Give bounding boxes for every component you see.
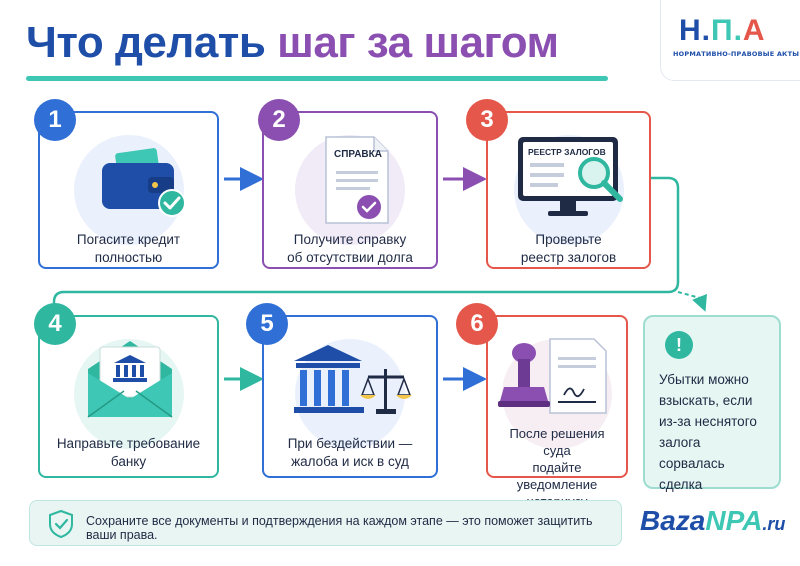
- flow-line-3-4: [52, 176, 680, 311]
- court-scales-icon: [294, 345, 412, 414]
- bazanpa-logo: BazaNPA.ru: [640, 505, 785, 537]
- footer-banner: Сохраните все документы и подтверждения …: [29, 500, 622, 546]
- step-number-3: 3: [466, 99, 508, 141]
- title-underline: [26, 76, 608, 81]
- caption-line: При бездействии —: [287, 436, 413, 451]
- brand-part-1: Baza: [640, 505, 706, 536]
- step-number-6: 6: [456, 303, 498, 345]
- caption-line: банку: [110, 454, 147, 469]
- step-caption: Направьте требование банку: [46, 435, 211, 471]
- screen-label: РЕЕСТР ЗАЛОГОВ: [528, 147, 606, 157]
- step-card-5: При бездействии — жалоба и иск в суд: [262, 315, 438, 478]
- bank-envelope-icon: [87, 341, 173, 418]
- logo-letter-a: А: [742, 14, 766, 47]
- step-number-1: 1: [34, 99, 76, 141]
- flow-line-note: [677, 291, 707, 312]
- title-part-2: шаг за шагом: [277, 18, 559, 67]
- logo-subtitle: НОРМАТИВНО-ПРАВОВЫЕ АКТЫ: [673, 50, 800, 58]
- shield-check-icon: [49, 509, 73, 539]
- caption-line: Получите справку: [293, 232, 407, 247]
- footer-text: Сохраните все документы и подтверждения …: [86, 514, 593, 542]
- step-card-6: После решения суда подайте уведомление н…: [486, 315, 628, 509]
- step-caption: Погасите кредит полностью: [46, 231, 211, 267]
- step-number-4: 4: [34, 303, 76, 345]
- caption-line: жалоба и иск в суд: [291, 454, 409, 469]
- logo-letter-n: Н.: [679, 14, 711, 47]
- step-number-2: 2: [258, 99, 300, 141]
- npa-logo: Н.П.А НОРМАТИВНО-ПРАВОВЫЕ АКТЫ: [660, 0, 800, 81]
- caption-line: подайте уведомление: [516, 460, 598, 492]
- caption-line: реестр залогов: [520, 250, 617, 265]
- step-number-5: 5: [246, 303, 288, 345]
- caption-line: полностью: [94, 250, 163, 265]
- brand-part-2: NPA: [705, 505, 763, 536]
- caption-line: После решения суда: [509, 426, 605, 458]
- wallet-check-icon: [102, 148, 186, 217]
- step-card-1: Погасите кредит полностью: [38, 111, 219, 269]
- step-caption: Проверьте реестр залогов: [494, 231, 643, 267]
- logo-letter-p: П.: [711, 14, 743, 47]
- doc-label: СПРАВКА: [334, 149, 382, 160]
- step-caption: Получите справку об отсутствии долга: [270, 231, 430, 267]
- step-card-3: РЕЕСТР ЗАЛОГОВ Проверьте реестр залогов: [486, 111, 651, 269]
- stamp-document-icon: [498, 338, 607, 414]
- brand-part-3: .ru: [762, 514, 786, 534]
- caption-line: Погасите кредит: [76, 232, 181, 247]
- caption-line: Направьте требование: [56, 436, 201, 451]
- registry-monitor-icon: [518, 137, 623, 216]
- exclamation-icon: !: [665, 331, 693, 359]
- caption-line: Проверьте: [535, 232, 602, 247]
- step-caption: После решения суда подайте уведомление н…: [494, 425, 620, 510]
- certificate-icon: [325, 136, 389, 224]
- title-part-1: Что делать: [26, 18, 266, 67]
- caption-line: об отсутствии долга: [287, 250, 413, 265]
- step-card-2: СПРАВКА Получите справку об отсутствии д…: [262, 111, 438, 269]
- step-card-4: Направьте требование банку: [38, 315, 219, 478]
- note-text: Убытки можно взыскать, если из-за неснят…: [659, 372, 757, 492]
- logo-mark: Н.П.А: [679, 14, 766, 48]
- page-title: Что делать шаг за шагом: [26, 18, 559, 68]
- note-card: ! Убытки можно взыскать, если из-за несн…: [643, 315, 781, 492]
- step-caption: При бездействии — жалоба и иск в суд: [270, 435, 430, 471]
